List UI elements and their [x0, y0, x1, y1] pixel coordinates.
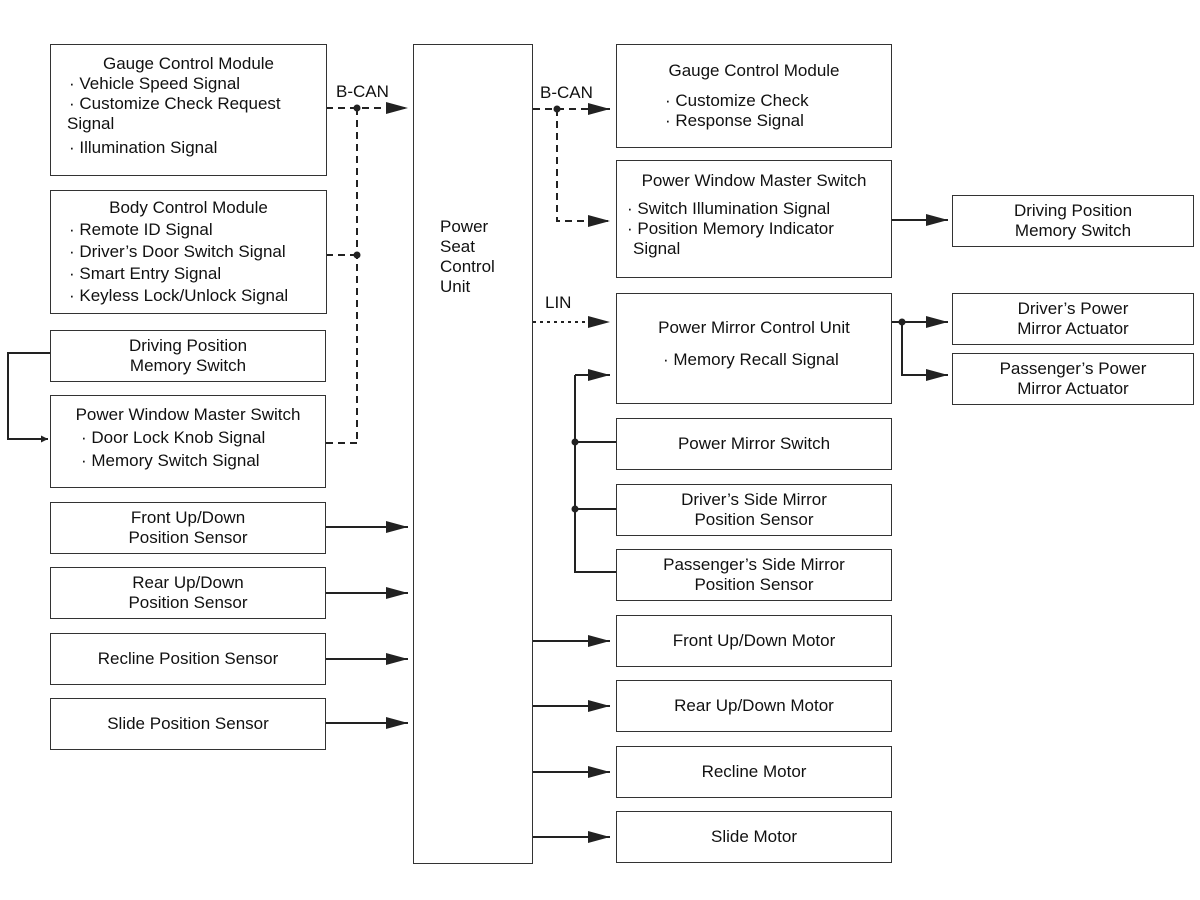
signal-item: · Customize Check Request [69, 94, 281, 113]
box-label: Slide Motor [711, 827, 797, 846]
junction-dot [353, 104, 361, 112]
box-title: Power Window Master Switch [641, 171, 867, 190]
box-label: Slide Position Sensor [107, 714, 269, 733]
box-label: Recline Position Sensor [97, 649, 279, 668]
signal-item: · Position Memory Indicator [627, 219, 834, 238]
lin-label: LIN [545, 293, 572, 312]
pscu-label-line: Power [440, 217, 489, 236]
slide-motor: Slide Motor [616, 811, 892, 863]
pscu-label-line: Control [440, 257, 495, 276]
gauge-control-module-right: Gauge Control Module · Customize Check ·… [616, 44, 892, 148]
box-label: Passenger’s Power [999, 359, 1147, 378]
box-title: Gauge Control Module [668, 61, 840, 80]
box-label: Mirror Actuator [1017, 319, 1129, 338]
slide-position-sensor: Slide Position Sensor [50, 698, 326, 750]
driving-position-memory-switch-left: Driving Position Memory Switch [50, 330, 326, 382]
power-mirror-switch: Power Mirror Switch [616, 418, 892, 470]
signal-item: · Door Lock Knob Signal [81, 428, 266, 447]
front-up-down-motor: Front Up/Down Motor [616, 615, 892, 667]
recline-motor: Recline Motor [616, 746, 892, 798]
signal-item: Signal [67, 114, 115, 133]
pscu-label-line: Unit [440, 277, 471, 296]
pmcu-to-pass-actuator [901, 322, 948, 381]
power-seat-control-unit: Power Seat Control Unit [413, 44, 533, 864]
box-label: Driver’s Power [1017, 299, 1129, 318]
box-label: Front Up/Down [130, 508, 246, 527]
signal-item: · Driver’s Door Switch Signal [69, 242, 286, 261]
box-title: Power Window Master Switch [75, 405, 301, 424]
box-title: Body Control Module [109, 198, 268, 217]
signal-item: · Customize Check [665, 91, 809, 110]
junction-dot [353, 251, 361, 259]
box-label: Mirror Actuator [1017, 379, 1129, 398]
box-label: Driving Position [128, 336, 248, 355]
signal-item: · Remote ID Signal [69, 220, 213, 239]
signal-item: · Response Signal [665, 111, 804, 130]
recline-position-sensor: Recline Position Sensor [50, 633, 326, 685]
passengers-side-mirror-position-sensor: Passenger’s Side Mirror Position Sensor [616, 549, 892, 601]
power-window-master-switch-left: Power Window Master Switch · Door Lock K… [50, 395, 326, 488]
box-label: Passenger’s Side Mirror [663, 555, 845, 574]
drivers-power-mirror-actuator: Driver’s Power Mirror Actuator [952, 293, 1194, 345]
junction-dot [571, 438, 579, 446]
signal-item: · Memory Switch Signal [81, 451, 260, 470]
box-title: Gauge Control Module [102, 54, 275, 73]
power-window-master-switch-right: Power Window Master Switch · Switch Illu… [616, 160, 892, 278]
junction-dot [898, 318, 906, 326]
rear-up-down-position-sensor: Rear Up/Down Position Sensor [50, 567, 326, 619]
junction-dot [553, 105, 561, 113]
bcan-left-label: B-CAN [336, 82, 389, 101]
box-label: Driver’s Side Mirror [681, 490, 827, 509]
dpms-to-pwms-wire [7, 352, 50, 443]
power-mirror-control-unit: Power Mirror Control Unit · Memory Recal… [616, 293, 892, 404]
box-label: Position Sensor [694, 510, 814, 529]
box-label: Memory Switch [1014, 221, 1132, 240]
passengers-power-mirror-actuator: Passenger’s Power Mirror Actuator [952, 353, 1194, 405]
signal-item: · Smart Entry Signal [69, 264, 222, 283]
bcan-right-label: B-CAN [540, 83, 593, 102]
signal-item: · Memory Recall Signal [663, 350, 839, 369]
pscu-label-line: Seat [440, 237, 475, 256]
box-label: Position Sensor [694, 575, 814, 594]
front-up-down-position-sensor: Front Up/Down Position Sensor [50, 502, 326, 554]
bcan-right-trunk [556, 109, 610, 227]
box-label: Memory Switch [129, 356, 247, 375]
box-label: Front Up/Down Motor [672, 631, 836, 650]
box-label: Rear Up/Down [132, 573, 244, 592]
signal-item: · Illumination Signal [69, 138, 218, 157]
body-control-module: Body Control Module · Remote ID Signal ·… [50, 190, 327, 314]
box-label: Recline Motor [701, 762, 807, 781]
driving-position-memory-switch-right: Driving Position Memory Switch [952, 195, 1194, 247]
box-title: Power Mirror Control Unit [658, 318, 850, 337]
signal-item: · Keyless Lock/Unlock Signal [69, 286, 289, 305]
box-label: Power Mirror Switch [677, 434, 831, 453]
mirror-inputs-trunk [574, 375, 616, 573]
drivers-side-mirror-position-sensor: Driver’s Side Mirror Position Sensor [616, 484, 892, 536]
junction-dot [571, 505, 579, 513]
rear-up-down-motor: Rear Up/Down Motor [616, 680, 892, 732]
box-label: Position Sensor [128, 528, 248, 547]
box-label: Position Sensor [128, 593, 248, 612]
box-label: Rear Up/Down Motor [674, 696, 834, 715]
gauge-control-module-left: Gauge Control Module · Vehicle Speed Sig… [50, 44, 327, 176]
signal-item: · Switch Illumination Signal [627, 199, 831, 218]
box-label: Driving Position [1013, 201, 1133, 220]
signal-item: · Vehicle Speed Signal [69, 74, 241, 93]
signal-item: Signal [633, 239, 681, 258]
